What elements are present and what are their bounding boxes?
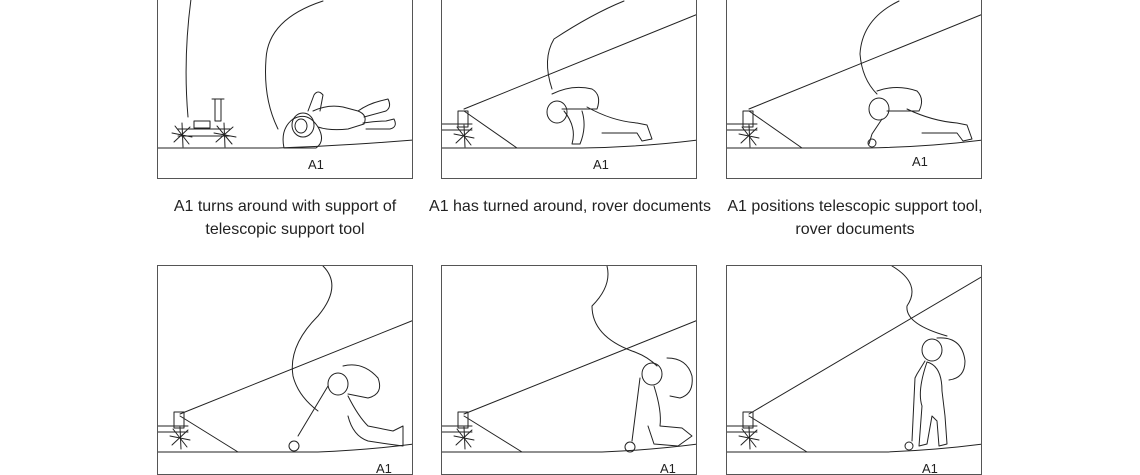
rover-icon — [442, 411, 475, 450]
wheel-icon — [171, 122, 193, 148]
storyboard-panel-5: A1 — [441, 265, 697, 475]
astronaut-icon — [282, 91, 396, 149]
astronaut-label: A1 — [922, 461, 938, 475]
tether-line — [891, 266, 948, 337]
tether-line — [265, 0, 324, 130]
storyboard-panel-6: A1 — [726, 265, 982, 475]
tether-line — [859, 0, 900, 95]
panel-3-caption: A1 positions telescopic support tool, ro… — [727, 198, 983, 238]
astronaut-label: A1 — [308, 157, 324, 172]
astronaut-label: A1 — [593, 157, 609, 172]
ground-line — [727, 443, 981, 453]
wheel-icon — [169, 426, 191, 450]
tether-line — [291, 266, 333, 412]
wheel-icon — [213, 122, 237, 148]
rover-icon — [727, 411, 760, 450]
camera-view-line — [748, 14, 981, 110]
astronaut-icon — [546, 86, 653, 145]
panel-3-illustration — [727, 0, 981, 149]
wheel-icon — [453, 426, 475, 450]
camera-view-line — [748, 415, 808, 453]
ground-line — [727, 139, 981, 149]
panel-2-illustration — [442, 0, 696, 149]
camera-view-line — [748, 276, 981, 415]
astronaut-icon — [288, 364, 404, 452]
ground-line — [158, 139, 412, 149]
rover-icon — [158, 411, 191, 450]
camera-view-line — [463, 415, 523, 453]
rover-icon — [727, 110, 760, 148]
camera-view-line — [179, 320, 412, 415]
camera-view-line — [463, 14, 696, 110]
wheel-icon — [738, 426, 760, 450]
tether-line — [185, 0, 192, 118]
tether-line — [591, 266, 658, 367]
ground-line — [442, 139, 696, 149]
camera-view-line — [463, 110, 518, 149]
panel-4-illustration — [158, 266, 412, 453]
panel-6-illustration — [727, 266, 981, 453]
astronaut-icon — [867, 87, 973, 148]
tether-line — [547, 0, 625, 90]
ground-line — [158, 443, 412, 453]
panel-2-caption: A1 has turned around, rover documents — [429, 198, 711, 215]
panel-1-caption: A1 turns around with support of telescop… — [173, 198, 397, 238]
astronaut-label: A1 — [912, 154, 928, 169]
astronaut-icon — [904, 337, 966, 451]
storyboard-panel-1: A1 — [157, 0, 413, 179]
astronaut-icon — [624, 357, 693, 453]
rover-icon — [442, 110, 475, 148]
storyboard-panel-4: A1 — [157, 265, 413, 475]
camera-view-line — [179, 415, 239, 453]
storyboard-panel-2: A1 — [441, 0, 697, 179]
ground-line — [442, 443, 696, 453]
panel-1-illustration — [158, 0, 412, 149]
panel-5-illustration — [442, 266, 696, 453]
astronaut-label: A1 — [376, 461, 392, 475]
rover-icon — [171, 98, 237, 148]
wheel-icon — [738, 124, 760, 148]
astronaut-label: A1 — [660, 461, 676, 475]
camera-view-line — [748, 110, 803, 149]
camera-view-line — [463, 320, 696, 415]
wheel-icon — [453, 124, 475, 148]
storyboard-panel-3: A1 — [726, 0, 982, 179]
